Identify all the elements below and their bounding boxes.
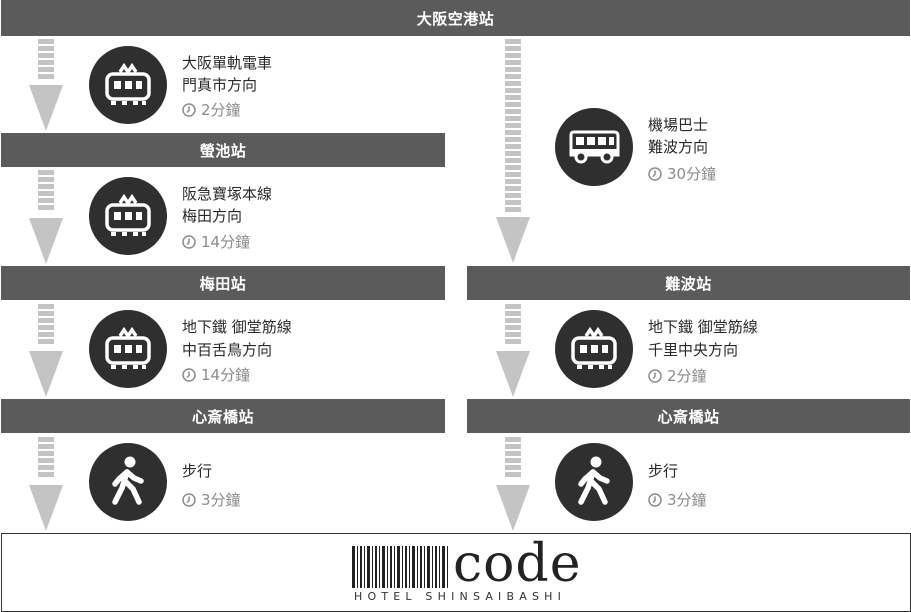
logo-subtitle: HOTEL SHINSAIBASHI xyxy=(354,590,567,603)
travel-time-value: 14分鐘 xyxy=(201,366,251,384)
clock-icon xyxy=(182,368,196,382)
travel-time-value: 3分鐘 xyxy=(201,491,241,509)
down-arrow-icon xyxy=(29,437,63,531)
route-line-name: 地下鐵 御堂筋線 xyxy=(182,318,292,336)
route-line-name: 地下鐵 御堂筋線 xyxy=(648,318,758,336)
barcode-logo-icon xyxy=(352,546,448,588)
route-line-name: 大阪單軌電車 xyxy=(182,54,273,72)
travel-time: 14分鐘 xyxy=(182,365,250,385)
station-bar-airport: 大阪空港站 xyxy=(1,0,910,36)
route-direction: 千里中央方向 xyxy=(648,341,739,359)
travel-time: 14分鐘 xyxy=(182,232,250,252)
route-line-name: 步行 xyxy=(648,462,679,480)
train-icon xyxy=(555,310,633,388)
train-icon xyxy=(89,46,167,124)
travel-time: 2分鐘 xyxy=(182,100,241,120)
travel-time-value: 3分鐘 xyxy=(667,491,707,509)
clock-icon xyxy=(648,493,662,507)
travel-time-value: 14分鐘 xyxy=(201,233,251,251)
clock-icon xyxy=(648,167,662,181)
station-bar-namba: 難波站 xyxy=(467,266,910,300)
train-icon xyxy=(89,177,167,255)
train-icon xyxy=(89,310,167,388)
route-line-name: 阪急寶塚本線 xyxy=(182,185,273,203)
clock-icon xyxy=(182,493,196,507)
bus-icon xyxy=(555,108,633,186)
travel-time: 3分鐘 xyxy=(182,490,241,510)
down-arrow-icon xyxy=(29,170,63,264)
route-direction: 難波方向 xyxy=(648,138,709,156)
down-arrow-icon xyxy=(496,39,530,263)
travel-time: 3分鐘 xyxy=(648,490,707,510)
down-arrow-icon xyxy=(29,39,63,131)
route-line-name: 機場巴士 xyxy=(648,116,709,134)
walking-person-icon xyxy=(89,443,167,521)
down-arrow-icon xyxy=(496,437,530,531)
hotel-logo-panel: code HOTEL SHINSAIBASHI xyxy=(1,533,911,612)
route-direction: 中百舌鳥方向 xyxy=(182,341,273,359)
station-bar-umeda: 梅田站 xyxy=(1,266,445,300)
down-arrow-icon xyxy=(496,304,530,397)
clock-icon xyxy=(648,369,662,383)
clock-icon xyxy=(182,235,196,249)
route-direction: 門真市方向 xyxy=(182,76,258,94)
logo-wordmark: code xyxy=(453,534,582,594)
route-line-name: 步行 xyxy=(182,462,213,480)
travel-time-value: 2分鐘 xyxy=(667,367,707,385)
route-direction: 梅田方向 xyxy=(182,207,243,225)
station-bar-shinsaibashi-left: 心斎橋站 xyxy=(1,399,445,433)
down-arrow-icon xyxy=(29,304,63,397)
walking-person-icon xyxy=(555,443,633,521)
station-bar-shinsaibashi-right: 心斎橋站 xyxy=(467,399,910,433)
travel-time-value: 30分鐘 xyxy=(667,165,717,183)
travel-time: 30分鐘 xyxy=(648,164,716,184)
travel-time-value: 2分鐘 xyxy=(201,101,241,119)
station-bar-hotarugaike: 螢池站 xyxy=(1,133,445,167)
clock-icon xyxy=(182,103,196,117)
travel-time: 2分鐘 xyxy=(648,366,707,386)
